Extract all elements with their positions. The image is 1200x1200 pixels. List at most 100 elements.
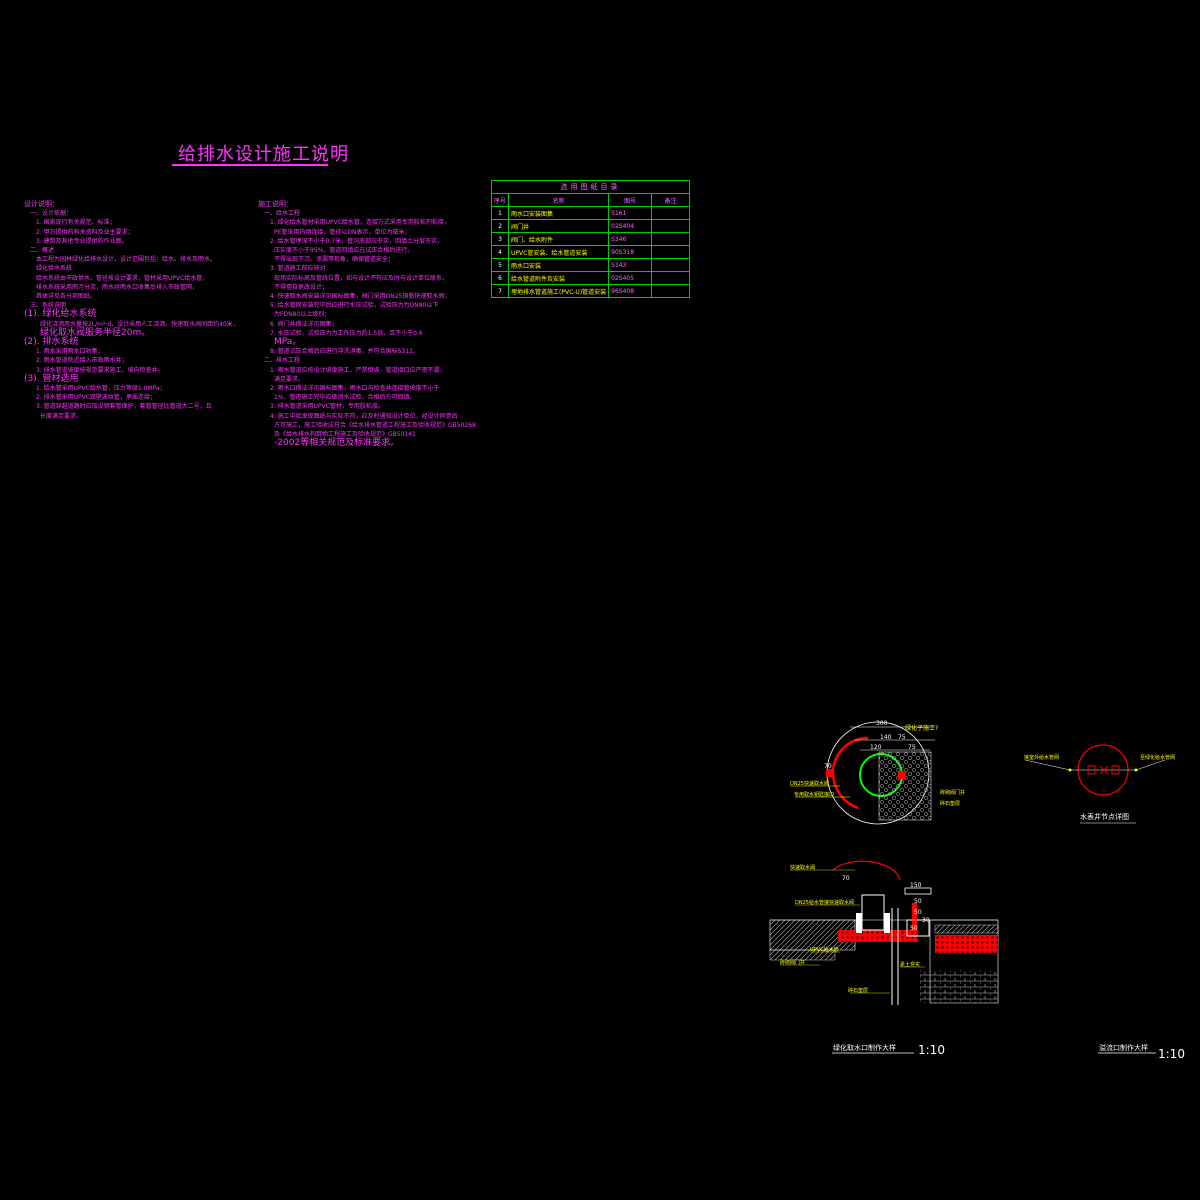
caption-intake-section: 绿化取水口制作大样 [833, 1043, 896, 1052]
dim-note: 绿化子施工? [905, 724, 938, 732]
construction-note-line: 3. 排水管道采用UPVC管材，专用胶粘接。 [270, 403, 384, 411]
design-note-line: 二、概述 [30, 247, 55, 255]
construction-note-line: 2. 雨水口做法详见国标图集，雨水口与检查井连接管坡度不小于 [270, 385, 440, 393]
label-s-well: 砖砌阀门井 [780, 959, 805, 966]
red-riser [912, 903, 917, 931]
row-name: 埋地排水管道施工(PVC-U)管道安装 [508, 284, 610, 298]
design-note-line: 排水系统采用雨污分流，雨水经雨水口收集后排入市政管网， [36, 283, 199, 291]
design-note-line: 给水系统由市政供水，管径按设计要求，管材采用UPVC给水管， [36, 274, 209, 282]
label-meter-out: 至绿化给水管网 [1140, 754, 1175, 761]
scale-overflow: 1:10 [1158, 1047, 1185, 1061]
dim-120: 120 [870, 744, 882, 751]
label-s-gravel: 碎石垫层 [848, 987, 868, 994]
label-s-soil: 素土夯实 [900, 961, 920, 968]
construction-note-line: 满足要求。 [274, 375, 305, 383]
row-code: 96S408 [608, 284, 653, 298]
label-intake-valve: DN25快速取水阀 [790, 780, 829, 787]
dim-75b: 75 [908, 744, 916, 751]
design-note-line: (1). 绿化给水系统 [24, 309, 97, 320]
design-note-line: 3. 排水管道坡度按规范要求施工，坡向检查井。 [36, 366, 164, 374]
red-gravel-bed [838, 930, 918, 942]
design-note-line: 本工程为园林绿化给排水设计，设计范围包括：给水、排水及雨水。 [36, 256, 217, 264]
design-note-line: (2). 排水系统 [24, 337, 79, 348]
construction-note-line: 压实度不小于95%，管道回填应在试压合格后进行， [274, 247, 414, 255]
design-note-line: 2. 甲方提供的有关资料及业主要求； [36, 228, 134, 236]
design-note-line: 绿化给水系统 [36, 265, 73, 273]
label-key-port: 专用取水钥匙接口 [794, 791, 834, 798]
row-number: 7 [490, 284, 510, 298]
design-note-line: 1. 国家现行有关规范、标准； [36, 219, 116, 227]
construction-note-line: 二、排水工程 [264, 357, 301, 365]
construction-note-line: 8. 管道试压合格后应进行冲洗消毒，并符合国标S312。 [270, 348, 419, 356]
dim-300: 300 [876, 720, 888, 727]
construction-note-line: 一、给水工程 [264, 210, 301, 218]
construction-note-line: 方可施工，施工验收应符合《给水排水管道工程施工及验收规范》GB50268 [274, 421, 476, 429]
label-meter-in: 接室外给水管网 [1024, 754, 1059, 761]
construction-note-line: 为FDN80以上级别； [274, 311, 331, 319]
row-remark [651, 284, 690, 298]
design-note-line: 3. 管道穿越道路时应加设钢套管保护，套管管径比管道大二号，且 [36, 403, 212, 411]
design-note-line: 三、系统说明 [30, 302, 67, 310]
design-note-line: 长度满足要求。 [40, 412, 83, 420]
design-note-line: 2. 雨水管道就近接入市政雨水井； [36, 357, 128, 365]
valve-box [861, 894, 885, 931]
design-note-line: 具体详见各分项图纸。 [36, 293, 97, 301]
construction-note-line: 及《给水排水构筑物工程施工及验收规范》GB50141 [274, 431, 416, 439]
page-title: 给排水设计施工说明 [178, 144, 349, 165]
dim-140: 140 [880, 734, 892, 741]
dim-s50a: 50 [914, 898, 922, 905]
label-s-valve: 快速取水阀 [790, 864, 815, 871]
construction-note-line: 6. 阀门井做法详见图集； [270, 320, 338, 328]
construction-note-line: 施工说明： [258, 200, 293, 208]
red-base-layer [935, 935, 998, 953]
design-note-line: 一、设计依据： [30, 210, 73, 218]
construction-note-line: 不得出现下沉、渗漏等现象，确保管道安全； [274, 256, 395, 264]
dim-70: 70 [824, 763, 832, 770]
label-s-upvc: UPVC给水管 [810, 946, 839, 953]
design-note-line: 1. 给水管采用UPVC给水管，压力等级1.0MPa； [36, 385, 166, 393]
title-underline [172, 164, 328, 166]
design-notes: 设计说明： 一、设计依据：1. 国家现行有关规范、标准；2. 甲方提供的有关资料及… [24, 200, 239, 421]
construction-note-line: 1. 绿化给水管材采用UPVC给水管，连接方式采用专用胶粘剂粘接， [270, 219, 450, 227]
construction-note-line: 4. 快速取水阀安装详见国标图集，阀门采用DN25铜质快速取水阀； [270, 293, 451, 301]
gravel-block [878, 751, 932, 821]
construction-note-line: MPa。 [274, 337, 302, 348]
detail-meter-node [1024, 744, 1166, 824]
design-note-line: 设计说明： [24, 200, 59, 208]
caption-meter-node: 水表井节点详图 [1080, 812, 1129, 821]
construction-note-line: PE管采用热熔连接，管径以DN表示，单位为毫米； [274, 228, 411, 236]
construction-note-line: 1. 雨水管道应按设计坡度施工，严禁倒坡，管道接口应严密不漏， [270, 366, 446, 374]
construction-note-line: 4. 施工中如发现图纸与实际不符，应及时通知设计单位，经设计同意后 [270, 412, 458, 420]
construction-note-line: 1%，管道施工完毕应做闭水试验，合格后方可回填。 [274, 394, 416, 402]
label-s-pipe: DN25给水管接快速取水阀 [795, 899, 854, 906]
design-note-line: 2. 排水管采用UPVC双壁波纹管，承插连接； [36, 394, 156, 402]
dim-s50c: 50 [910, 925, 918, 932]
design-note-line: 3. 建筑及其他专业提供的作业图。 [36, 237, 128, 245]
detail-intake-section [769, 860, 1156, 1054]
design-note-line: 绿化取水阀服务半径20m。 [40, 327, 151, 338]
detail-intake-plan [790, 721, 935, 825]
dim-s50b: 50 [914, 909, 922, 916]
valve-mark [898, 771, 906, 779]
construction-note-line: -2002等相关规范及标准要求。 [274, 438, 400, 449]
dim-s150: 150 [910, 882, 922, 889]
label-brick-well: 砖砌阀门井 [940, 789, 965, 796]
scale-intake-section: 1:10 [918, 1043, 945, 1057]
construction-note-line: 2. 给水管埋深不小于0.7米，管沟底部应夯实，回填土分层夯实， [270, 237, 444, 245]
label-gravel: 碎石垫层 [940, 800, 960, 807]
dim-s30: 30 [922, 917, 930, 924]
construction-note-line: 7. 水压试验，试验压力为工作压力的1.5倍，且不小于0.6 [270, 329, 423, 337]
dim-75a: 75 [898, 734, 906, 741]
construction-note-line: 现场实际标高及管线位置，如与设计不符应及时与设计单位联系， [274, 274, 449, 282]
design-note-line: (3). 管材选用 [24, 373, 79, 384]
brick-base [920, 970, 998, 1003]
design-note-line: 绿化浇洒用水量按2L/m²·d，设计采用人工浇洒，快速取水阀间距约40米， [40, 320, 239, 328]
